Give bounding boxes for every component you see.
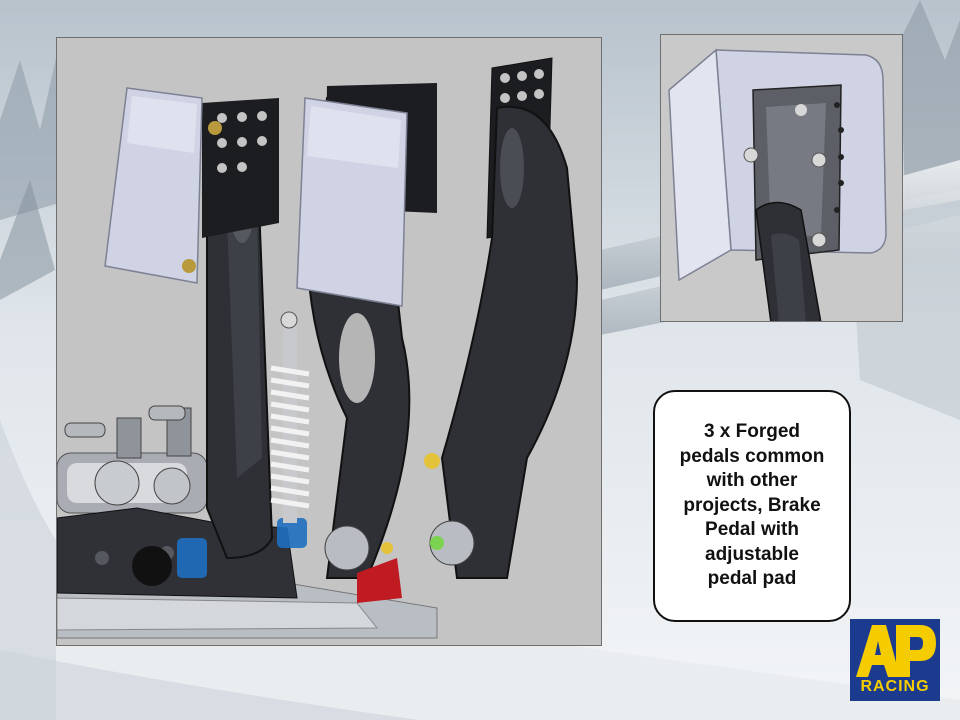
pedal-box-render-panel [56, 37, 602, 646]
master-cylinders [57, 405, 208, 514]
callout-box: 3 x Forged pedals common with other proj… [653, 390, 851, 622]
balance-bar-red [357, 558, 402, 603]
adjustable-pad-illustration [668, 48, 887, 321]
throttle-pedal [424, 57, 579, 579]
adjustable-pad-detail-panel [660, 34, 903, 322]
pedal-box-illustration [57, 57, 579, 639]
ap-logo-icon [856, 625, 936, 677]
logo-racing-word: RACING [860, 678, 930, 695]
brake-pedal [296, 83, 437, 603]
callout-text: 3 x Forged pedals common with other proj… [679, 421, 825, 590]
clutch-pedal [104, 87, 279, 560]
bias-knob-icon [132, 546, 172, 586]
pivot-bolt-green [430, 536, 444, 550]
return-spring [270, 311, 310, 523]
ap-racing-logo: RACING [850, 619, 940, 701]
